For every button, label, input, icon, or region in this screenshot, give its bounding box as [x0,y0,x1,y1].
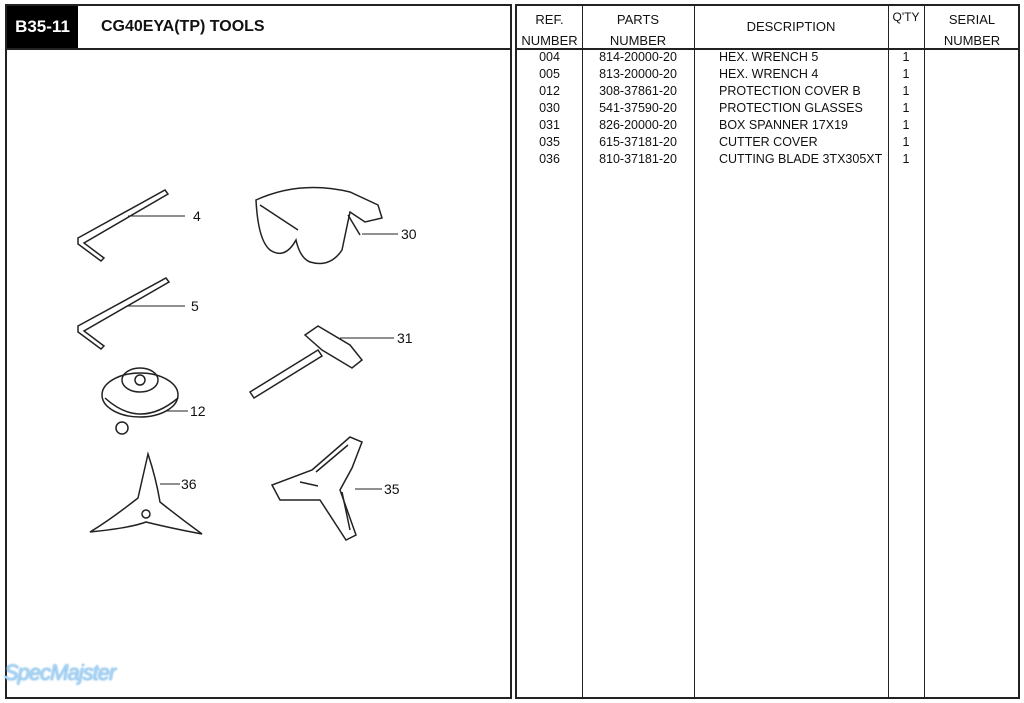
cell-ref: 012 [539,84,560,98]
cell-part: 813-20000-20 [599,67,677,81]
callout-36: 36 [181,476,197,492]
callout-4: 4 [193,208,201,224]
cell-qty: 1 [902,118,910,132]
col-header-parts: PARTS [616,12,660,27]
callout-12: 12 [190,403,206,419]
cell-qty: 1 [902,135,910,149]
cutting-blade-drawing [89,451,203,535]
table-row: 005 813-20000-20 HEX. WRENCH 4 1 [517,66,1018,83]
cutter-cover-drawing [270,436,382,541]
cell-ref: 036 [539,152,560,166]
protection-glasses-drawing [255,186,398,265]
watermark-logo: SpecMajster [4,660,116,685]
callout-30: 30 [401,226,417,242]
hex-wrench-5-drawing [77,189,185,262]
cell-qty: 1 [902,152,910,166]
cell-part: 826-20000-20 [599,118,677,132]
cell-desc: PROTECTION COVER B [719,84,861,98]
table-row: 031 826-20000-20 BOX SPANNER 17X19 1 [517,117,1018,134]
cell-desc: CUTTER COVER [719,135,818,149]
table-row: 012 308-37861-20 PROTECTION COVER B 1 [517,83,1018,100]
cell-part: 308-37861-20 [599,84,677,98]
cell-desc: BOX SPANNER 17X19 [719,118,848,132]
cell-desc: HEX. WRENCH 5 [719,50,819,64]
callout-35: 35 [384,481,400,497]
cell-qty: 1 [902,50,910,64]
cell-qty: 1 [902,84,910,98]
cell-part: 814-20000-20 [599,50,677,64]
cell-part: 810-37181-20 [599,152,677,166]
page-title: CG40EYA(TP) TOOLS [101,18,265,35]
table-row: 004 814-20000-20 HEX. WRENCH 5 1 [517,49,1018,66]
col-header-serial: SERIAL [948,12,996,27]
cell-desc: PROTECTION GLASSES [719,101,863,115]
col-header-qty: Q'TY [892,10,920,24]
box-spanner-drawing [248,325,394,400]
col-header-description: DESCRIPTION [746,19,836,34]
cell-desc: CUTTING BLADE 3TX305XT [719,152,883,166]
protection-cover-drawing [101,367,188,435]
cell-qty: 1 [902,67,910,81]
cell-ref: 031 [539,118,560,132]
col-header-serial-2: NUMBER [943,33,1001,48]
cell-ref: 004 [539,50,560,64]
diagram-header: B35-11 CG40EYA(TP) TOOLS [7,6,510,50]
cell-desc: HEX. WRENCH 4 [719,67,819,81]
col-header-parts-2: NUMBER [609,33,667,48]
cell-part: 541-37590-20 [599,101,677,115]
cell-ref: 030 [539,101,560,115]
cell-qty: 1 [902,101,910,115]
table-header [517,6,1018,50]
col-header-ref-2: NUMBER [521,33,578,48]
col-header-ref: REF. [535,12,564,27]
hex-wrench-4-drawing [77,277,185,350]
table-row: 036 810-37181-20 CUTTING BLADE 3TX305XT 1 [517,151,1018,168]
table-row: 030 541-37590-20 PROTECTION GLASSES 1 [517,100,1018,117]
callout-5: 5 [191,298,199,314]
section-code: B35-11 [7,6,78,48]
cell-part: 615-37181-20 [599,135,677,149]
table-row: 035 615-37181-20 CUTTER COVER 1 [517,134,1018,151]
cell-ref: 005 [539,67,560,81]
diagram-panel: B35-11 CG40EYA(TP) TOOLS [5,4,512,699]
cell-ref: 035 [539,135,560,149]
callout-31: 31 [397,330,413,346]
